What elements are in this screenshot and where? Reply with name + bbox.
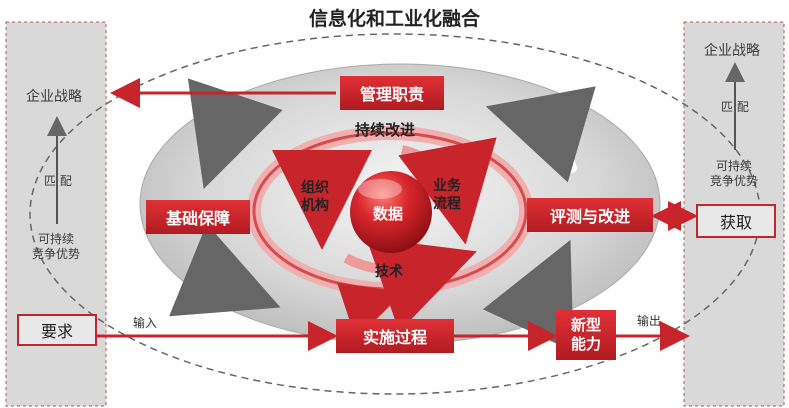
swirl-right	[398, 137, 497, 245]
org-line1: 组织	[301, 180, 329, 196]
cycle-arrow-topright	[485, 86, 596, 183]
box-management	[340, 76, 444, 110]
right-strategy-label: 企业战略	[704, 43, 760, 59]
box-foundation	[146, 200, 250, 234]
continuous-improvement-label: 持续改进	[355, 121, 416, 139]
cycle-arrow-topleft	[187, 78, 283, 189]
technology-label: 技术	[375, 264, 403, 280]
cycle-arrow-bottomright	[482, 239, 574, 352]
requirement-box: 要求	[17, 314, 97, 346]
foundation-label: 基础保障	[165, 209, 230, 228]
swirl-bottom	[343, 237, 477, 332]
process-line1: 业务	[433, 178, 461, 194]
data-sphere	[350, 171, 432, 253]
process-line2: 流程	[433, 196, 461, 212]
swirl-left	[272, 149, 373, 250]
left-sustainable-line2: 竞争优势	[32, 247, 81, 261]
diagram-title: 信息化和工业化融合	[308, 8, 480, 30]
box-implementation	[336, 319, 454, 353]
left-match-label: 匹 配	[44, 174, 72, 188]
right-sustainable-line1: 可持续	[716, 159, 753, 173]
new-capability-label: 新型 能力	[556, 310, 616, 360]
left-sustainable-line1: 可持续	[38, 232, 75, 246]
acquire-box: 获取	[696, 204, 776, 238]
cycle-arrow-bottomleft	[169, 223, 281, 317]
acquire-label: 获取	[719, 213, 752, 232]
right-match-label: 匹 配	[721, 100, 749, 114]
output-label: 输出	[637, 314, 662, 328]
box-new-capability	[556, 310, 616, 360]
org-line2: 机构	[301, 198, 329, 214]
data-label: 数据	[373, 205, 404, 223]
new-capability-line1: 新型	[570, 316, 601, 334]
implementation-label: 实施过程	[362, 328, 427, 347]
right-sustainable-line2: 竞争优势	[710, 174, 759, 188]
requirement-label: 要求	[40, 322, 73, 341]
input-label: 输入	[133, 316, 158, 330]
evaluation-label: 评测与改进	[549, 207, 630, 226]
new-capability-line2: 能力	[570, 335, 601, 353]
box-evaluation	[527, 198, 653, 232]
left-strategy-label: 企业战略	[26, 89, 82, 105]
management-label: 管理职责	[359, 85, 424, 104]
